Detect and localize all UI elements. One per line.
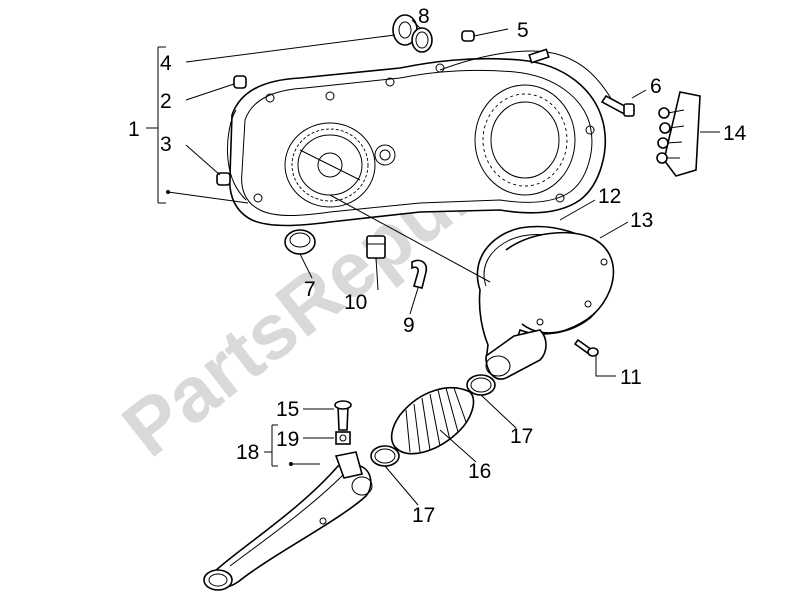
callout-1: 1 [128, 118, 140, 141]
part-clamp-9 [411, 259, 428, 289]
part-intake-pipe-18 [203, 451, 373, 591]
part-gasket [227, 109, 247, 201]
part-duct-outlet [485, 329, 547, 380]
part-hose-clamp-17-lower [370, 445, 400, 467]
callout-19: 19 [276, 428, 299, 451]
callout-2: 2 [160, 90, 172, 113]
part-corrugated-hose-16 [390, 387, 475, 455]
callout-4: 4 [160, 52, 172, 75]
callout-12: 12 [598, 185, 621, 208]
callout-17-lower: 17 [412, 504, 435, 527]
callout-9: 9 [403, 314, 415, 337]
callout-6: 6 [650, 75, 662, 98]
callout-16: 16 [468, 460, 491, 483]
part-screw-11 [573, 338, 599, 357]
callout-10: 10 [344, 291, 367, 314]
part-screw-15 [334, 400, 352, 431]
part-connector-14 [656, 91, 701, 177]
callout-18: 18 [236, 441, 259, 464]
callout-8: 8 [418, 5, 430, 28]
part-dowel-3 [216, 172, 231, 186]
callout-17-upper: 17 [510, 425, 533, 448]
part-clip-10 [366, 235, 386, 259]
part-duct-cover-13 [505, 231, 615, 334]
callout-11: 11 [620, 366, 642, 389]
callout-13: 13 [630, 209, 653, 232]
part-screw-6 [600, 94, 635, 118]
part-pin-5 [461, 30, 475, 42]
callout-15: 15 [276, 398, 299, 421]
part-snap-ring-8 [411, 27, 433, 53]
leader-lines [146, 19, 720, 506]
callout-5: 5 [517, 19, 529, 42]
part-plug-7 [284, 229, 316, 255]
callout-14: 14 [723, 122, 747, 145]
callout-7: 7 [304, 278, 316, 301]
part-hose-clamp-17-upper [466, 374, 496, 396]
part-transmission-cover [228, 48, 613, 227]
callout-labels: 1 2 3 4 5 6 7 8 9 10 11 12 13 14 15 16 1… [128, 5, 747, 527]
callout-3: 3 [160, 133, 172, 156]
part-dowel-2 [233, 75, 247, 89]
part-nut-19 [335, 431, 351, 445]
